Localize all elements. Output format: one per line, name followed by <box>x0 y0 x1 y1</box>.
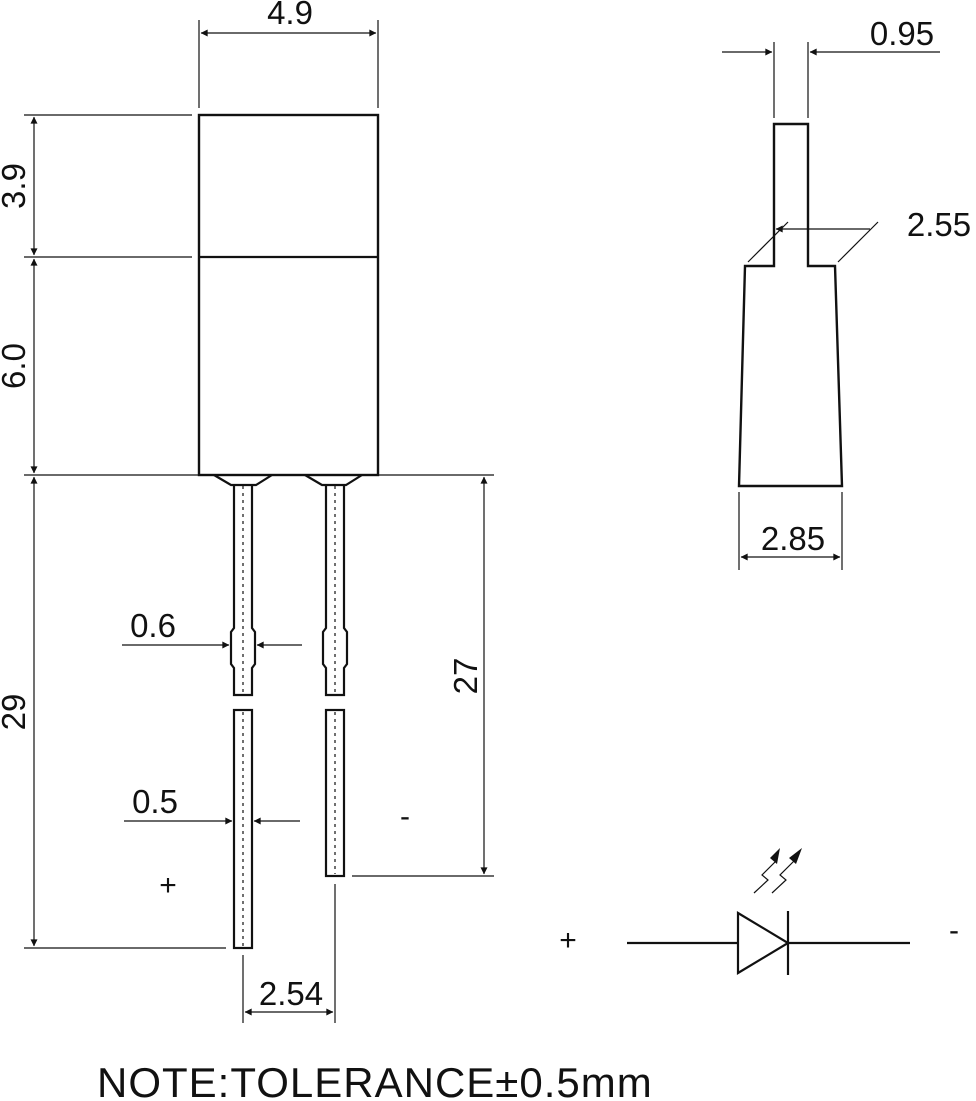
dim-total-lead-label: 29 <box>0 694 32 731</box>
led-schematic-symbol: + - <box>559 848 959 975</box>
dim-side-base: 2.85 <box>738 492 843 570</box>
dim-lead-spacing-label: 2.54 <box>259 975 323 1012</box>
front-view: 4.9 3.9 6.0 29 27 <box>0 0 494 1023</box>
anode-lead <box>229 485 257 950</box>
cathode-minus-mark: - <box>400 800 410 833</box>
dim-side-top: 0.95 <box>722 15 940 118</box>
symbol-cathode-minus: - <box>949 914 959 947</box>
dim-top-height: 3.9 <box>0 116 38 256</box>
dim-side-mid: 2.55 <box>747 206 971 263</box>
dim-lead-length-label: 27 <box>447 658 484 695</box>
left-lead-shoulder <box>213 474 273 487</box>
light-emission-icon <box>753 848 802 894</box>
anode-plus-mark: + <box>159 869 177 902</box>
dim-lens-height: 6.0 <box>0 258 38 474</box>
right-lead-shoulder <box>304 474 363 487</box>
dim-width: 4.9 <box>198 0 379 108</box>
tolerance-note: NOTE:TOLERANCE±0.5mm <box>97 1059 653 1101</box>
dim-top-height-label: 3.9 <box>0 163 32 209</box>
dim-side-top-label: 0.95 <box>870 15 934 52</box>
side-view: 0.95 2.55 2.85 <box>722 15 971 570</box>
dim-lead-width-lower: 0.5 <box>124 783 300 825</box>
dim-lead-width-upper: 0.6 <box>122 607 302 649</box>
dim-lens-height-label: 6.0 <box>0 343 32 389</box>
dim-side-mid-label: 2.55 <box>907 206 971 243</box>
dim-lead-length: 27 <box>352 476 494 877</box>
symbol-anode-plus: + <box>559 924 577 957</box>
side-profile <box>737 122 844 488</box>
led-body <box>197 113 380 477</box>
dim-width-label: 4.9 <box>267 0 313 31</box>
dim-side-base-label: 2.85 <box>761 520 825 557</box>
dim-lead-spacing: 2.54 <box>242 884 336 1023</box>
cathode-lead <box>321 485 349 878</box>
dim-total-lead: 29 <box>0 476 38 947</box>
dim-lead-width-upper-label: 0.6 <box>130 607 176 644</box>
dim-lead-width-lower-label: 0.5 <box>132 783 178 820</box>
